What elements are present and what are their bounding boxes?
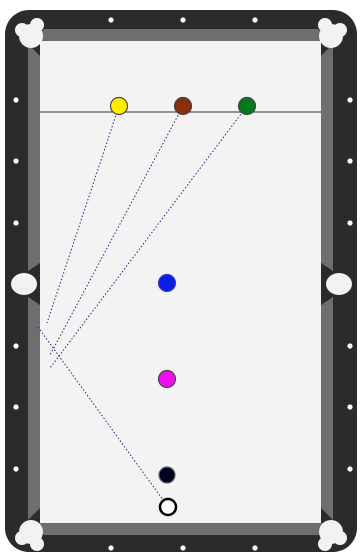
diamond-icon [13, 97, 18, 102]
bottom-cushion [32, 523, 330, 535]
diamond-icon [347, 466, 352, 471]
right-lower-cushion [321, 297, 333, 520]
diamond-icon [13, 158, 18, 163]
diamond-icon [347, 343, 352, 348]
right-upper-cushion [321, 44, 333, 271]
left-upper-cushion [28, 44, 40, 271]
left-lower-cushion [28, 297, 40, 520]
diamond-icon [13, 343, 18, 348]
black-ball[interactable] [159, 467, 175, 483]
diamond-icon [180, 545, 185, 550]
diamond-icon [347, 97, 352, 102]
right-side-pocket [326, 273, 352, 295]
yellow-ball[interactable] [111, 98, 128, 115]
diamond-icon [347, 404, 352, 409]
left-side-pocket [11, 273, 37, 295]
blue-ball[interactable] [159, 275, 176, 292]
diamond-icon [347, 158, 352, 163]
diamond-icon [13, 466, 18, 471]
diamond-icon [13, 220, 18, 225]
diamond-icon [108, 17, 113, 22]
diamond-icon [252, 545, 257, 550]
pink-ball[interactable] [159, 371, 176, 388]
top-cushion [32, 29, 330, 41]
diamond-icon [13, 404, 18, 409]
diamond-icon [180, 17, 185, 22]
brown-ball[interactable] [175, 98, 192, 115]
cue-ball[interactable] [160, 499, 176, 515]
green-ball[interactable] [239, 98, 256, 115]
diamond-icon [347, 220, 352, 225]
diamond-icon [108, 545, 113, 550]
diamond-icon [252, 17, 257, 22]
